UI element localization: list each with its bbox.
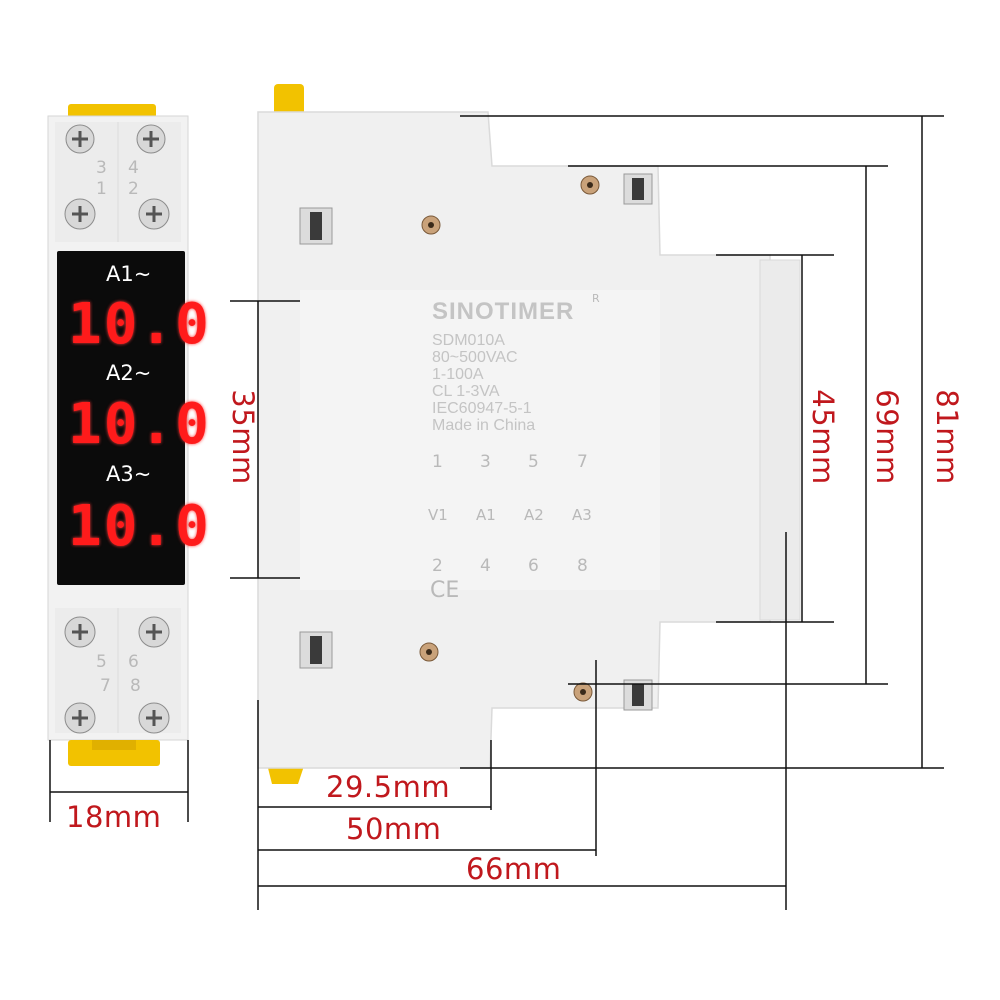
screw-icon	[138, 616, 170, 648]
terminal-number: 1	[432, 452, 443, 472]
dimension-label-69mm: 69mm	[870, 389, 904, 485]
rivet-icon	[580, 175, 600, 195]
terminal-number: 2	[432, 556, 443, 576]
rivet-icon	[421, 215, 441, 235]
screw-icon	[138, 198, 170, 230]
top-clip	[68, 104, 156, 118]
dimension-label-45mm: 45mm	[806, 389, 840, 485]
bottom-clip	[68, 740, 160, 766]
front-view: 3 4 1 2 A1~ 10.0 A2~ 10.0 A3~ 10.0 5 6 7…	[0, 0, 209, 780]
screw-icon	[138, 702, 170, 734]
spec-line: IEC60947-5-1	[432, 400, 532, 417]
dimension-label-50mm: 50mm	[346, 812, 442, 846]
screw-icon	[64, 198, 96, 230]
screw-icon	[65, 124, 95, 154]
terminal-label: A1	[476, 506, 496, 524]
terminal-number: 6	[528, 556, 539, 576]
registered-mark: R	[592, 292, 600, 305]
readout-value: 10.0	[68, 494, 211, 559]
screw-icon	[64, 616, 96, 648]
terminal-number: 7	[577, 452, 588, 472]
readout-value: 10.0	[68, 292, 211, 357]
rivet-icon	[573, 682, 593, 702]
terminal-number: 3	[96, 158, 107, 178]
readout-label: A1~	[106, 262, 152, 286]
spec-list: SDM010A 80~500VAC 1-100A CL 1-3VA IEC609…	[432, 332, 535, 434]
top-clip	[274, 84, 304, 116]
terminal-label: V1	[428, 506, 448, 524]
readout-label: A3~	[106, 462, 152, 486]
screw-icon	[136, 124, 166, 154]
spec-line: Made in China	[432, 417, 536, 434]
spec-line: SDM010A	[432, 332, 505, 349]
terminal-number: 3	[480, 452, 491, 472]
terminal-number: 2	[128, 179, 139, 199]
terminal-number: 4	[128, 158, 139, 178]
terminal-number: 6	[128, 652, 139, 672]
spec-line: 80~500VAC	[432, 349, 518, 366]
terminal-number: 4	[480, 556, 491, 576]
terminal-label: A2	[524, 506, 544, 524]
terminal-number: 8	[130, 676, 141, 696]
readout-value: 10.0	[68, 392, 211, 457]
terminal-number: 7	[100, 676, 111, 696]
dimension-label-18mm: 18mm	[66, 800, 162, 834]
spec-line: 1-100A	[432, 366, 484, 383]
rivet-icon	[419, 642, 439, 662]
screw-icon	[64, 702, 96, 734]
spec-line: CL 1-3VA	[432, 383, 500, 400]
readout-label: A2~	[106, 361, 152, 385]
dimension-lines	[49, 115, 944, 910]
dimension-label-66mm: 66mm	[466, 852, 562, 886]
terminal-number: 1	[96, 179, 107, 199]
front-housing	[47, 104, 189, 766]
dimension-label-35mm: 35mm	[226, 389, 260, 485]
display-panel	[57, 251, 185, 585]
terminal-label: A3	[572, 506, 592, 524]
dimension-label-29-5mm: 29.5mm	[326, 770, 451, 804]
terminal-number: 5	[528, 452, 539, 472]
terminal-number: 5	[96, 652, 107, 672]
dimension-label-81mm: 81mm	[930, 389, 964, 485]
terminal-number: 8	[577, 556, 588, 576]
ce-mark: CE	[430, 578, 460, 603]
brand-name: SINOTIMER	[432, 298, 575, 325]
